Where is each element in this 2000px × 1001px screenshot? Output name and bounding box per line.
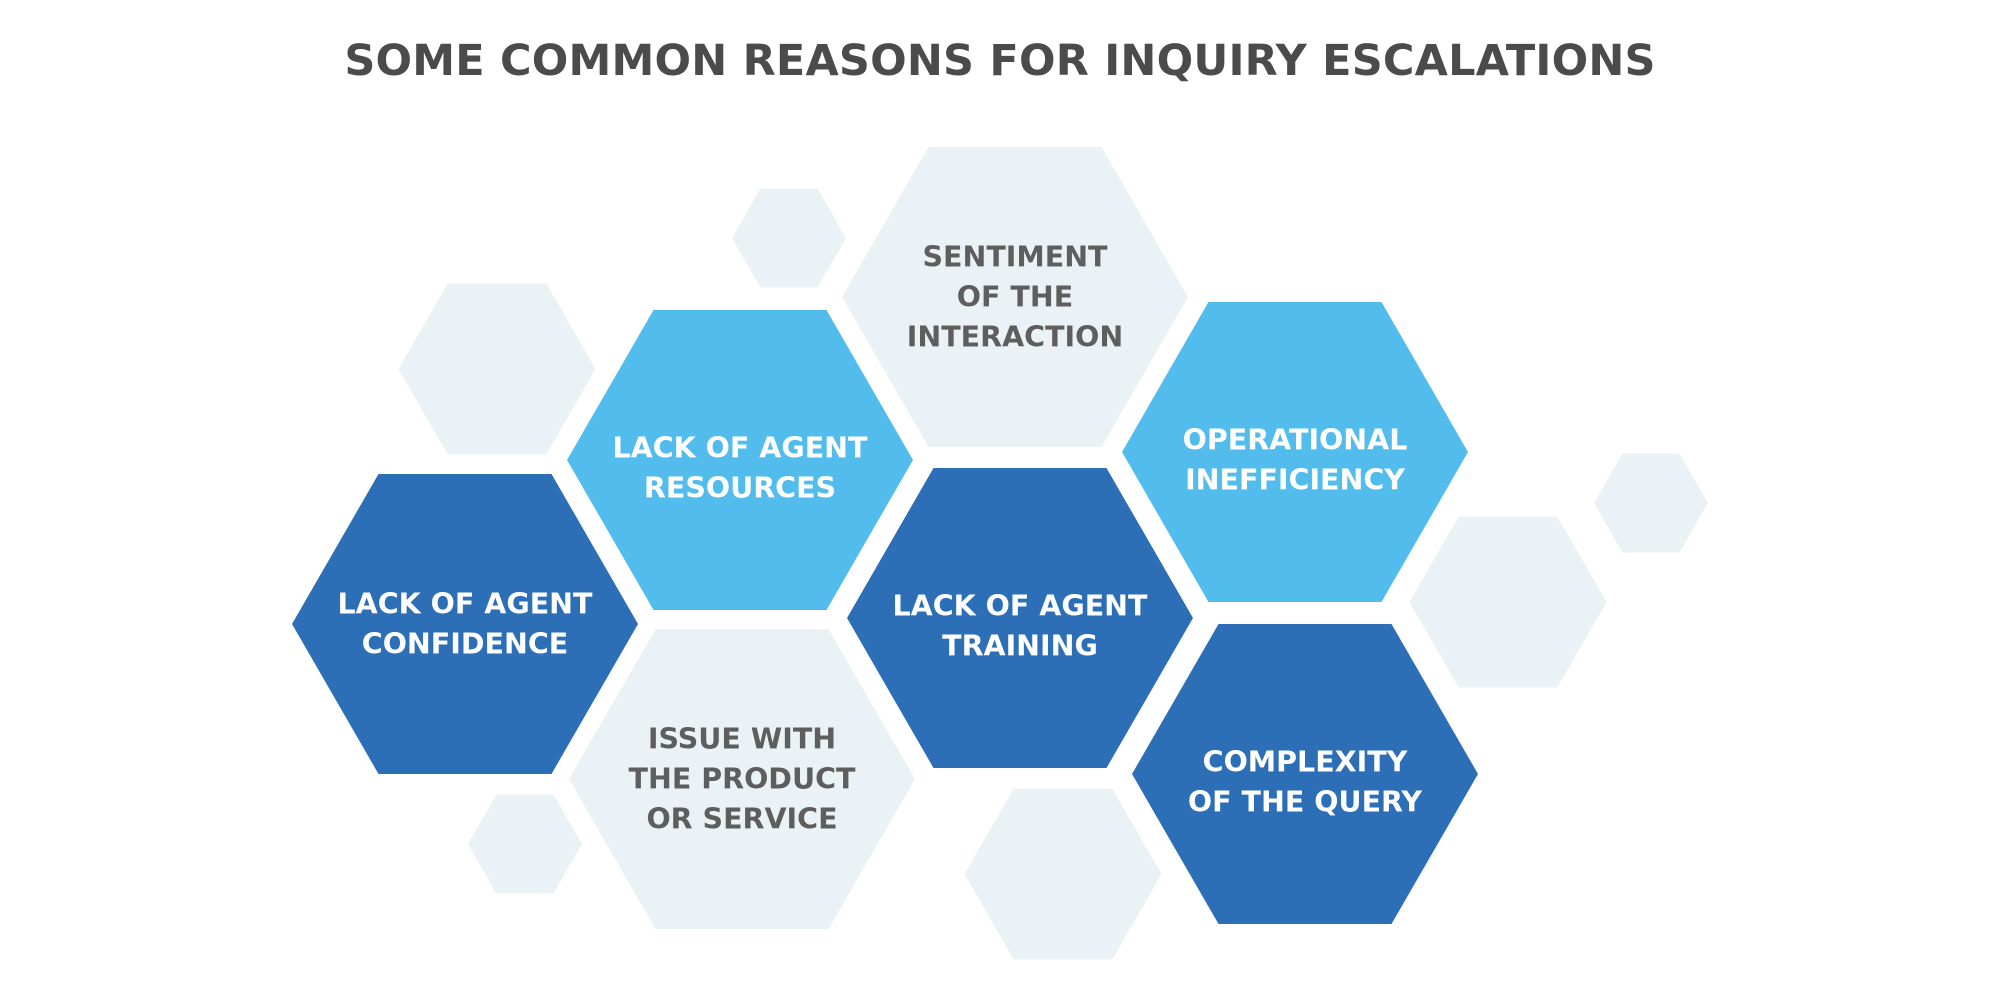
hexagon-shape [847,468,1193,768]
decorative-hexagon [732,188,846,288]
reason-hexagon-operational-inefficiency: OPERATIONAL INEFFICIENCY [1122,302,1468,602]
reason-label-line: TRAINING [942,630,1098,663]
hexagon-shape [842,147,1188,447]
decorative-hexagon [1409,516,1607,688]
reason-hexagon-complexity-of-the-query: COMPLEXITY OF THE QUERY [1132,624,1478,924]
reason-label-line: RESOURCES [644,472,836,505]
hexagon-shape [1132,624,1478,924]
reason-label-line: THE PRODUCT [629,763,856,796]
decorative-hexagon [964,788,1162,960]
hexagon-shape [1122,302,1468,602]
reason-label-line: LACK OF AGENT [893,590,1149,623]
reason-hexagon-lack-of-agent-resources: LACK OF AGENT RESOURCES [567,310,913,610]
reason-label-line: SENTIMENT [922,241,1108,274]
reason-label-line: LACK OF AGENT [613,432,869,465]
reason-hexagons: LACK OF AGENT CONFIDENCE LACK OF AGENT RESO… [292,147,1478,929]
reason-label-line: OF THE QUERY [1188,786,1423,819]
hexagon-shape [569,629,915,929]
reason-label-line: OR SERVICE [646,803,837,836]
reason-label-line: LACK OF AGENT [338,588,594,621]
page-title: SOME COMMON REASONS FOR INQUIRY ESCALATI… [344,36,1656,86]
reason-hexagon-sentiment-of-the-interaction: SENTIMENT OF THE INTERACTION [842,147,1188,447]
hexagon-shape [292,474,638,774]
reason-label-line: OPERATIONAL [1183,424,1408,457]
decorative-hexagon [468,794,582,894]
decorative-hexagon [398,283,596,455]
decorative-hexagons [398,188,1708,960]
reason-label-line: COMPLEXITY [1203,746,1408,779]
reason-label-line: INEFFICIENCY [1185,464,1405,497]
reason-label-line: ISSUE WITH [648,723,836,756]
reason-hexagon-lack-of-agent-training: LACK OF AGENT TRAINING [847,468,1193,768]
decorative-hexagon [1594,453,1708,553]
reason-hexagon-lack-of-agent-confidence: LACK OF AGENT CONFIDENCE [292,474,638,774]
reason-label-line: CONFIDENCE [362,628,568,661]
hexagon-shape [567,310,913,610]
reason-label-line: INTERACTION [907,321,1123,354]
reason-label-line: OF THE [957,281,1073,314]
reason-hexagon-issue-with-the-product-or-service: ISSUE WITH THE PRODUCT OR SERVICE [569,629,915,929]
